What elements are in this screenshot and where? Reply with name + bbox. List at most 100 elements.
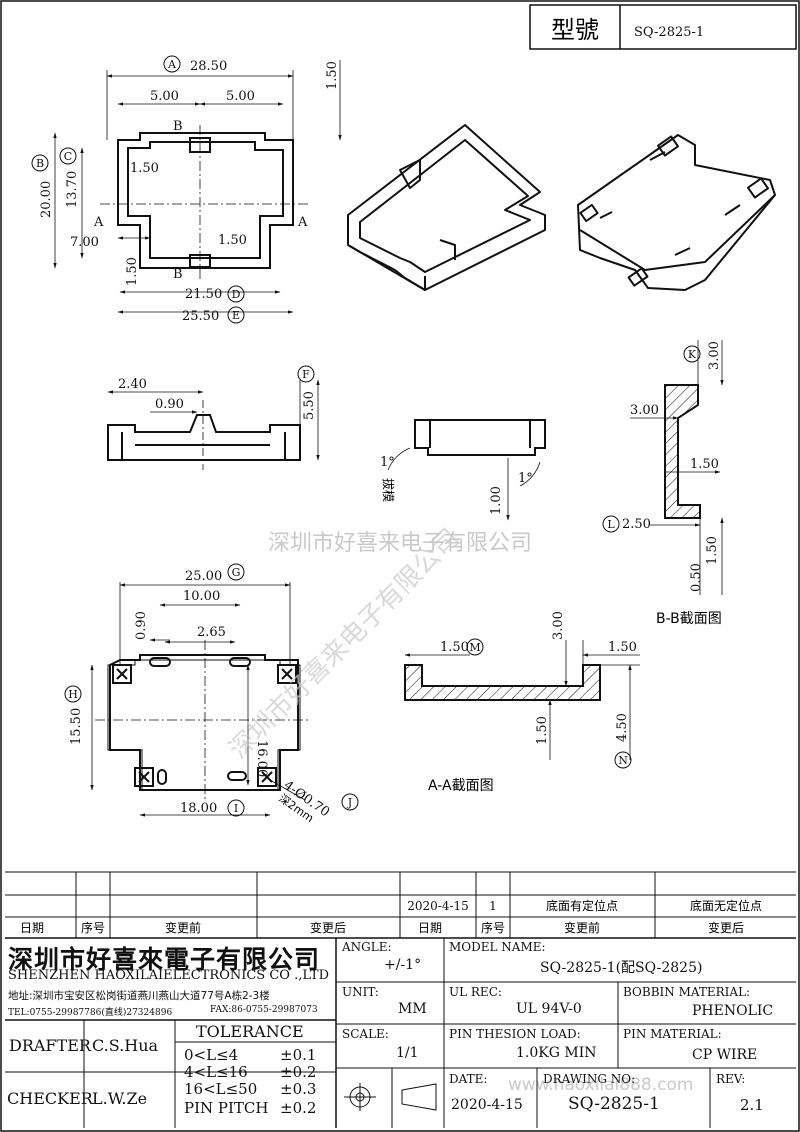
section-a-right: A	[297, 215, 308, 230]
dim-a: 28.50	[190, 59, 227, 74]
rev-hdr-after-2: 变更后	[708, 920, 744, 935]
company-name-en: SHENZHEN HAOXILAIELECTRONICS CO .,LTD	[8, 968, 330, 983]
top-view	[100, 125, 310, 280]
aa-section-title: A-A截面图	[428, 778, 494, 794]
rev-hdr-date-2: 日期	[418, 921, 442, 935]
section-a-left: A	[93, 215, 104, 230]
callout-m: M	[469, 641, 480, 654]
draft-note: 拔模	[381, 478, 396, 502]
bottom-view	[95, 640, 310, 800]
title-block-grid	[5, 938, 796, 1128]
callout-j: J	[347, 796, 352, 809]
watermark-company-diagonal: 深圳市好喜来电子有限公司	[224, 523, 466, 765]
rev-hdr-no: 序号	[81, 920, 105, 935]
dim-f: 5.50	[302, 391, 317, 420]
dim-inner-150: 1.50	[130, 161, 159, 176]
callout-h: H	[68, 688, 78, 701]
drawing-no-label: DRAWING NO:	[543, 1072, 636, 1086]
checker-name: L.W.Ze	[92, 1089, 148, 1108]
dim-b: 20.00	[39, 181, 54, 218]
aa-section-dims	[404, 640, 640, 760]
section-b-bottom: B	[173, 267, 183, 282]
dim-100: 1.00	[489, 486, 504, 515]
front-view	[414, 419, 546, 456]
rev-hdr-date: 日期	[20, 921, 44, 935]
company-tel: TEL:0755-29987786(直线)27324896	[8, 1008, 173, 1018]
dim-g: 25.00	[185, 569, 222, 584]
tol-value-1: ±0.1	[280, 1046, 317, 1064]
rev-label: REV:	[716, 1072, 746, 1086]
front-view-dims	[387, 447, 541, 521]
callout-g: G	[232, 566, 241, 579]
pin-load-label: PIN THESION LOAD:	[449, 1027, 581, 1041]
tol-range-3: 16<L≤50	[184, 1080, 258, 1098]
dim-n: 4.50	[615, 713, 630, 742]
rev-no: 1	[489, 899, 497, 913]
date-value: 2020-4-15	[451, 1097, 523, 1113]
tol-range-1: 0<L≤4	[184, 1046, 239, 1064]
top-view-dims	[53, 60, 342, 314]
company-fax: FAX:86-0755-29987073	[210, 1005, 318, 1015]
dim-l: 2.50	[622, 517, 651, 532]
dim-k-050: 0.50	[689, 563, 704, 592]
bobbin-material-label: BOBBIN MATERIAL:	[623, 985, 751, 999]
model-name-label: MODEL NAME:	[449, 940, 546, 954]
callout-k: K	[688, 348, 697, 361]
dim-k-300: 3.00	[630, 403, 659, 418]
angle-1-right: 1°	[518, 471, 533, 486]
angle-label: ANGLE:	[342, 940, 392, 954]
callout-e: E	[232, 309, 240, 322]
dim-g-1000: 10.00	[183, 589, 220, 604]
callout-circles	[31, 55, 701, 817]
tolerance-title: TOLERANCE	[196, 1022, 304, 1041]
tol-value-2: ±0.2	[280, 1063, 317, 1081]
model-name-value: SQ-2825-1(配SQ-2825)	[540, 960, 703, 976]
dim-150-top: 1.50	[325, 61, 340, 90]
watermark-company: 深圳市好喜来电子有限公司	[268, 531, 532, 556]
dim-700: 7.00	[70, 235, 99, 250]
rev-value: 2.1	[740, 1096, 764, 1114]
drawing-no-value: SQ-2825-1	[568, 1094, 660, 1114]
pin-material-label: PIN MATERIAL:	[623, 1027, 722, 1041]
ul-label: UL REC:	[449, 985, 502, 999]
model-header: 型號 SQ-2825-1	[529, 4, 797, 50]
callout-c: C	[64, 150, 72, 163]
model-value: SQ-2825-1	[634, 25, 704, 40]
angle-1-left: 1°	[380, 455, 395, 470]
tol-value-4: ±0.2	[280, 1099, 317, 1117]
scale-label: SCALE:	[342, 1027, 389, 1041]
unit-value: MM	[398, 1001, 427, 1017]
dim-500-right: 5.00	[226, 89, 255, 104]
ul-value: UL 94V-0	[516, 1001, 582, 1017]
company-name-cn: 深圳市好喜來電子有限公司	[8, 945, 321, 974]
dim-150-bottom: 1.50	[125, 257, 140, 286]
callout-f: F	[302, 368, 310, 381]
rev-after: 底面无定位点	[690, 898, 762, 913]
callout-n: N	[618, 754, 628, 767]
rev-hdr-before: 变更前	[165, 920, 201, 935]
unit-label: UNIT:	[342, 985, 379, 999]
revision-table	[5, 871, 796, 939]
callout-d: D	[232, 288, 241, 301]
drafter-name: C.S.Hua	[92, 1036, 159, 1055]
tol-value-3: ±0.3	[280, 1080, 317, 1098]
dim-m-150b: 1.50	[535, 716, 550, 745]
dim-m-300: 3.00	[551, 611, 566, 640]
dim-240: 2.40	[118, 377, 147, 392]
bb-section-title: B-B截面图	[656, 611, 722, 627]
bb-section-dims	[630, 340, 724, 595]
callout-a: A	[167, 58, 177, 71]
dim-500-left: 5.00	[150, 89, 179, 104]
tol-range-2: 4<L≤16	[184, 1063, 248, 1081]
rev-before: 底面有定位点	[546, 898, 618, 913]
dim-150-right: 1.50	[218, 233, 247, 248]
scale-value: 1/1	[396, 1045, 419, 1061]
side-view	[107, 400, 301, 470]
pin-material-value: CP WIRE	[692, 1047, 758, 1063]
aa-section	[404, 664, 601, 701]
angle-value: +/-1°	[384, 957, 422, 973]
callout-letters: A B C D E F G H I J K L M N	[36, 58, 697, 815]
dim-h: 15.50	[69, 708, 84, 745]
section-b-top: B	[173, 119, 183, 134]
